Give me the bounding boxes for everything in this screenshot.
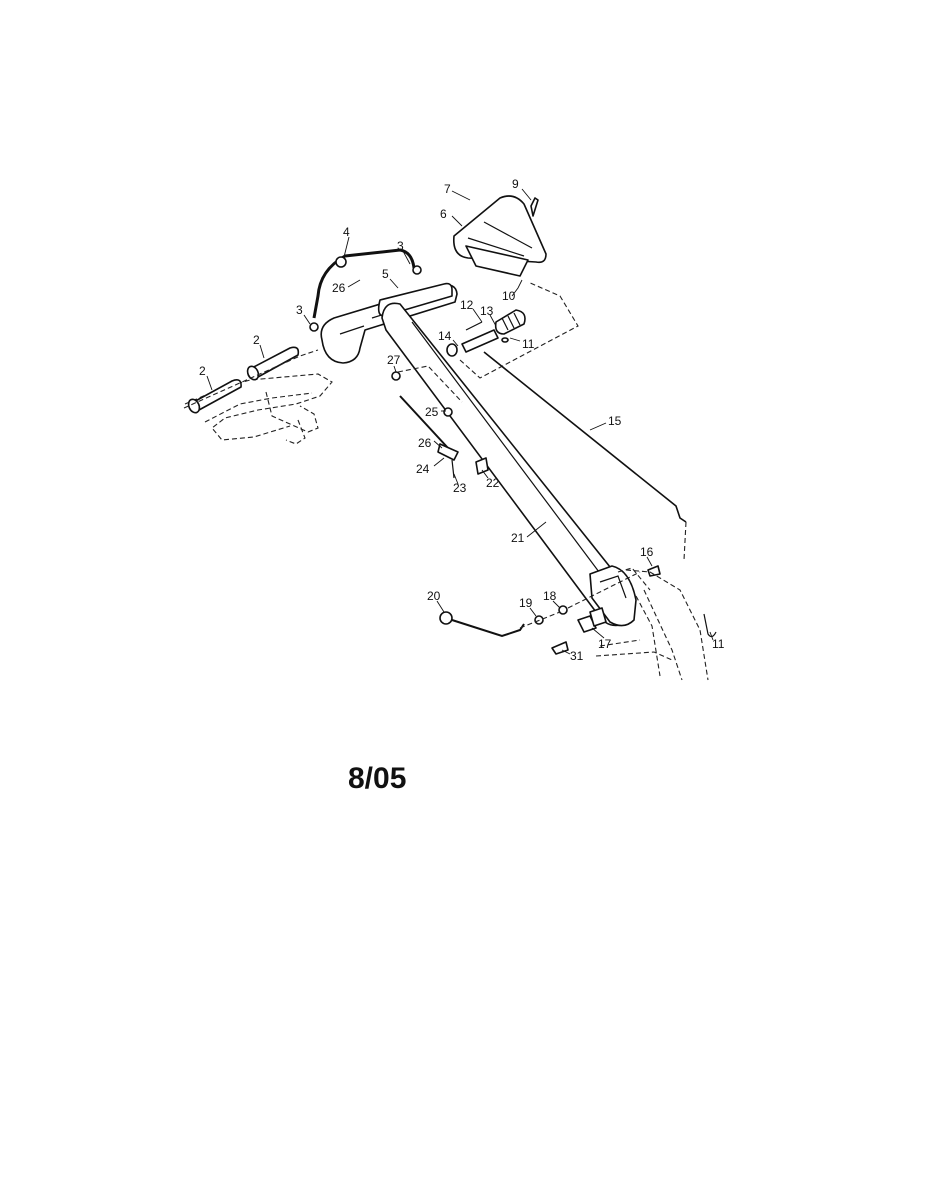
- washer-left: [309, 322, 319, 332]
- callout-10: 10: [502, 289, 516, 303]
- callout-3-left: 3: [296, 303, 303, 317]
- date-code: 8/05: [348, 762, 407, 795]
- callout-31: 31: [570, 649, 584, 663]
- callout-12: 12: [460, 298, 474, 312]
- callout-25: 25: [425, 405, 439, 419]
- handle-grip-left: [187, 379, 242, 414]
- callout-2-left: 2: [199, 364, 206, 378]
- callout-19: 19: [519, 596, 533, 610]
- callout-26-lower: 26: [418, 436, 432, 450]
- callout-9: 9: [512, 177, 519, 191]
- callout-11-lower: 11: [712, 637, 725, 651]
- leader-lines: [206, 188, 714, 655]
- control-grip-assembly: [446, 309, 526, 357]
- control-assembly-dashed-box: [459, 281, 579, 379]
- rod-connection-line: [683, 521, 687, 561]
- callout-14: 14: [438, 329, 452, 343]
- shift-lever: [439, 611, 525, 638]
- callout-27: 27: [387, 353, 401, 367]
- callout-11-upper: 11: [522, 337, 535, 351]
- callout-6: 6: [440, 207, 447, 221]
- callout-18: 18: [543, 589, 557, 603]
- handle-cover: [452, 195, 547, 277]
- washer-right: [412, 265, 422, 275]
- callout-26-upper: 26: [332, 281, 346, 295]
- callout-22: 22: [486, 476, 500, 490]
- callout-24: 24: [416, 462, 430, 476]
- callout-23: 23: [453, 481, 467, 495]
- hitch-bar: [312, 248, 416, 319]
- grip-alignment-line: [183, 349, 319, 409]
- control-rod: [483, 351, 687, 523]
- callout-15: 15: [608, 414, 622, 428]
- handle-grip-right: [246, 346, 300, 381]
- callout-4: 4: [343, 225, 350, 239]
- hitch-bar-clip: [335, 256, 347, 268]
- screw-9: [530, 197, 539, 217]
- callout-13: 13: [480, 304, 494, 318]
- phantom-handle-grips: [184, 373, 333, 445]
- callout-5: 5: [382, 267, 389, 281]
- callout-17: 17: [598, 637, 612, 651]
- callout-20: 20: [427, 589, 441, 603]
- callout-3-right: 3: [397, 239, 404, 253]
- callout-7: 7: [444, 182, 451, 196]
- phantom-tiller-body: [595, 567, 709, 681]
- callout-16: 16: [640, 545, 654, 559]
- mounting-hardware: [391, 365, 489, 479]
- callout-21: 21: [511, 531, 525, 545]
- callout-2-right: 2: [253, 333, 260, 347]
